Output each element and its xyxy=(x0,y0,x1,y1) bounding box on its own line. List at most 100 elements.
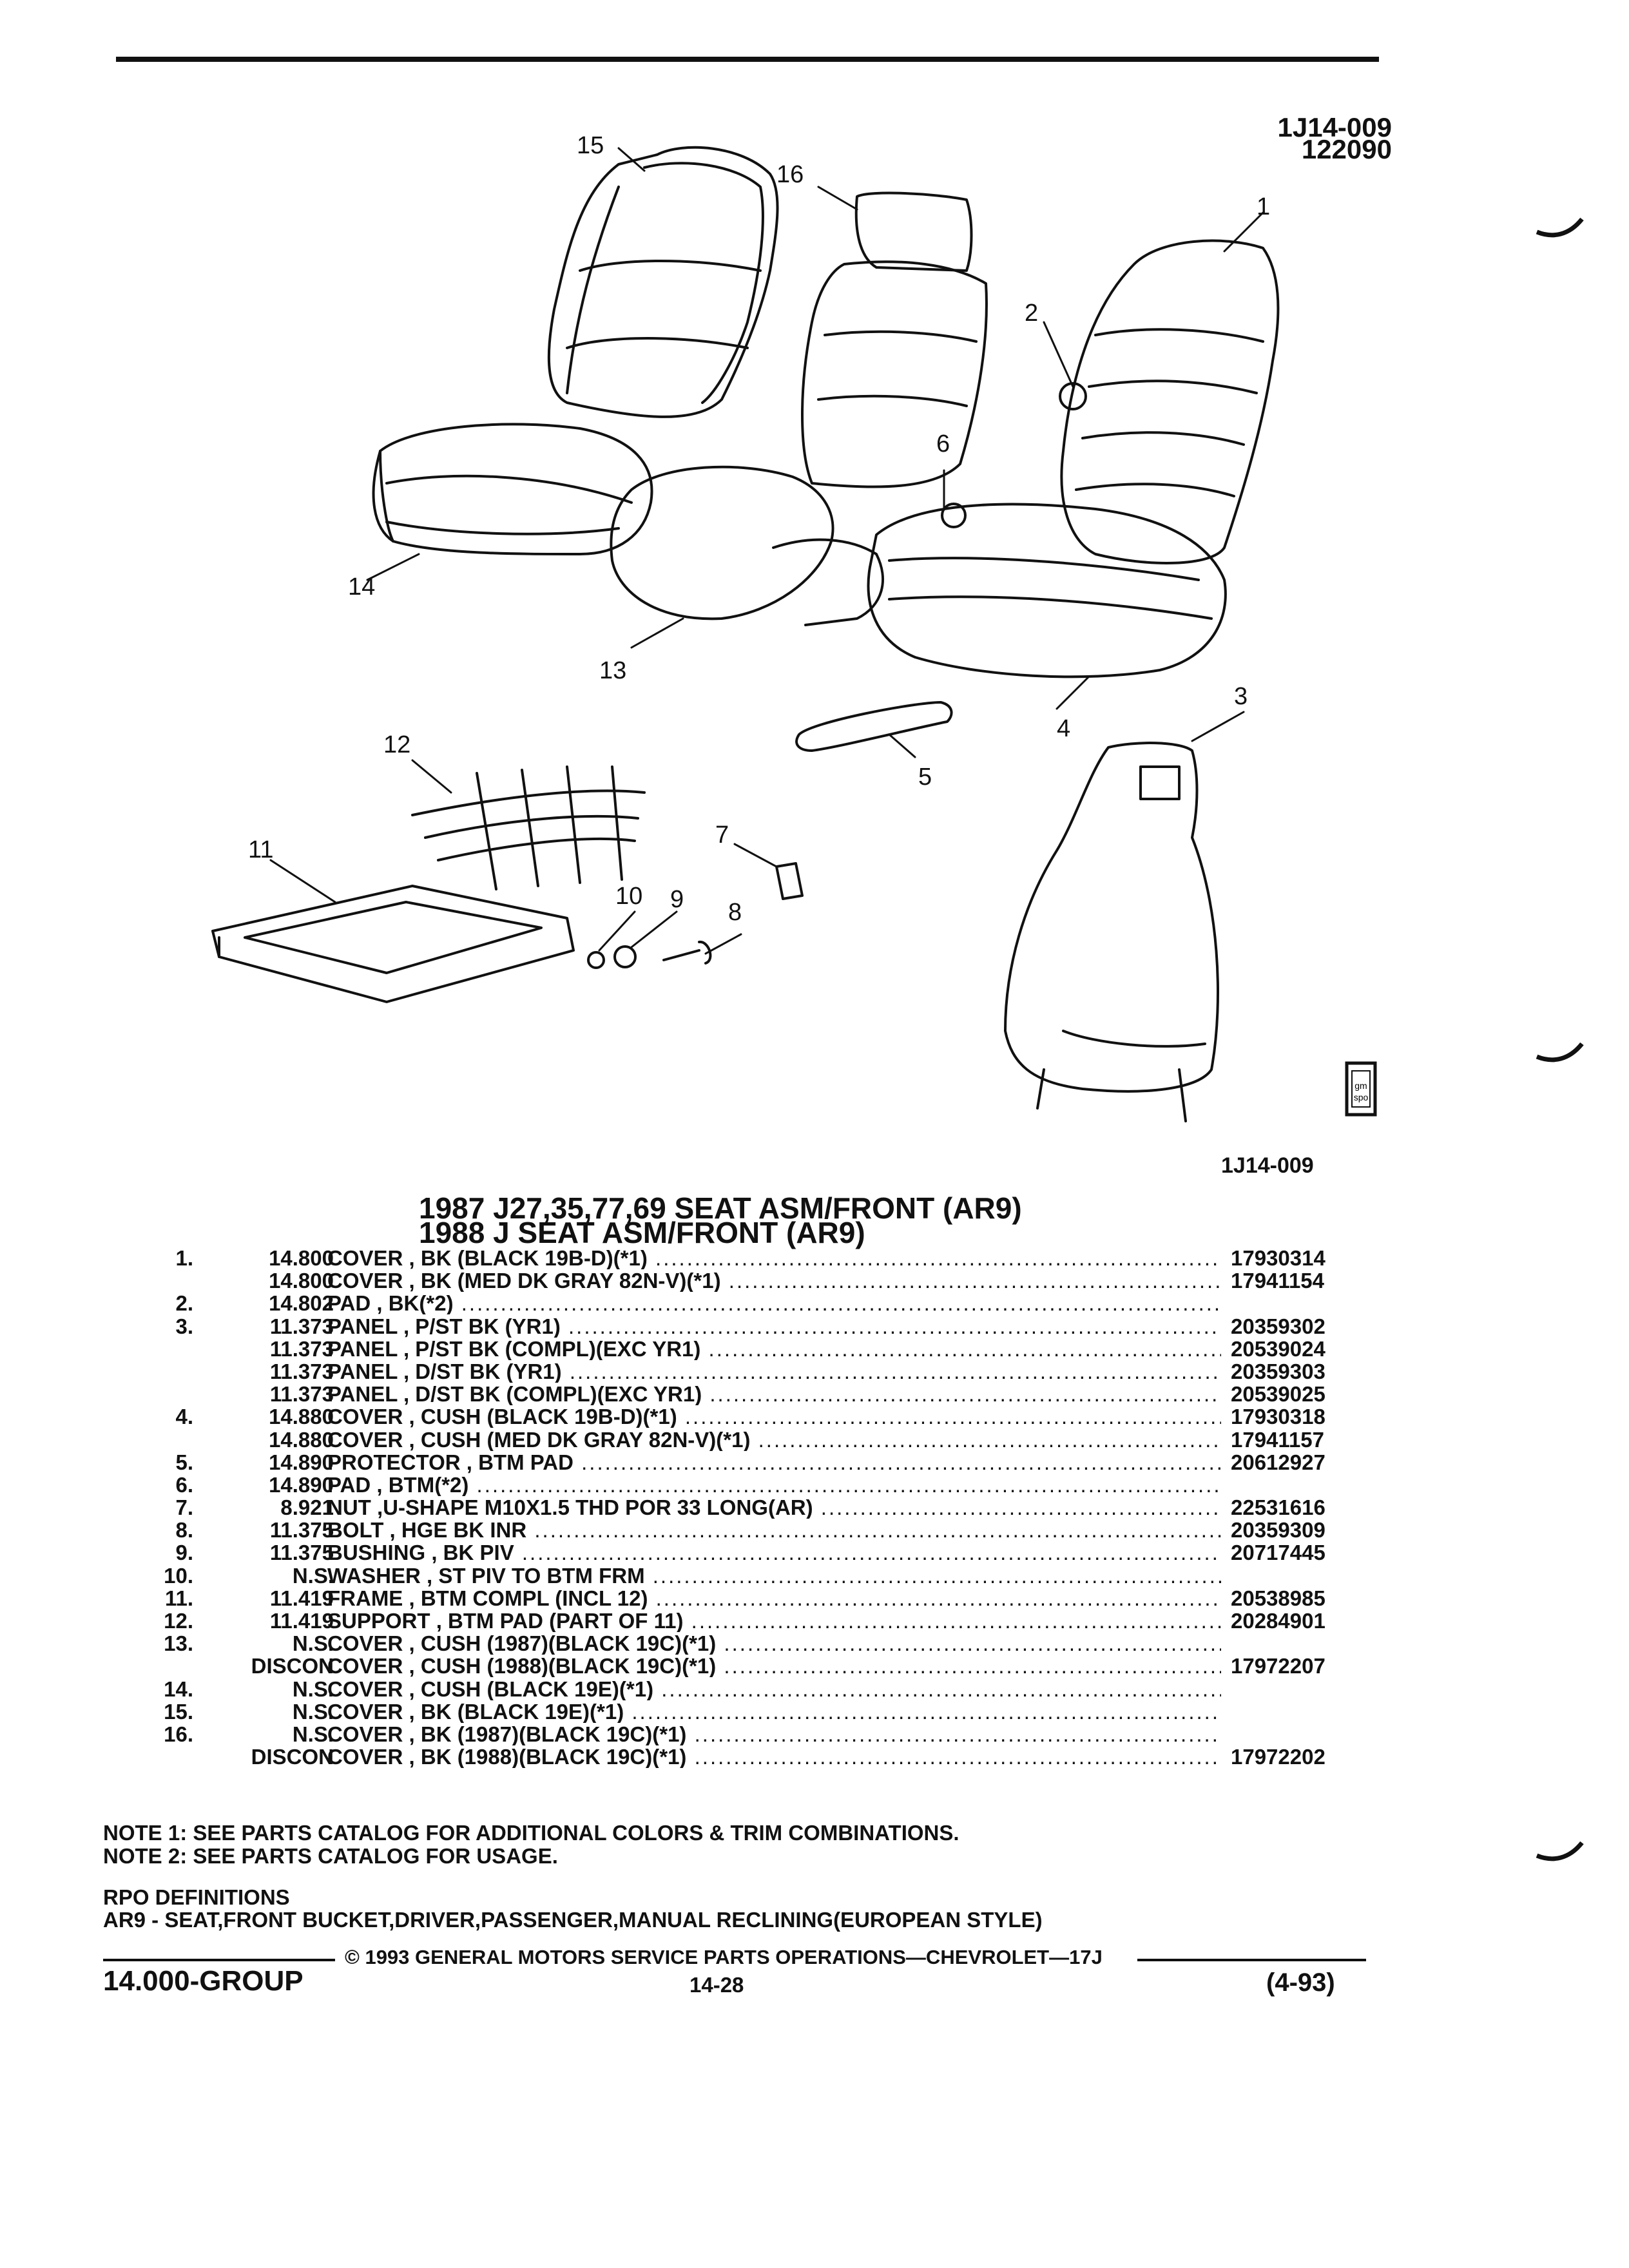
footer-copyright: © 1993 GENERAL MOTORS SERVICE PARTS OPER… xyxy=(345,1946,1103,1968)
part-description: PANEL , P/ST BK (COMPL)(EXC YR1) xyxy=(327,1338,1221,1360)
part-callout-number: 15. xyxy=(164,1699,193,1724)
part-number: 20717445 xyxy=(1231,1541,1325,1565)
gm-spo-logo-icon: gm spo xyxy=(1345,1061,1377,1117)
callout-14: 14 xyxy=(348,573,376,601)
part-description: COVER , CUSH (1987)(BLACK 19C)(*1) xyxy=(327,1632,1221,1655)
parts-row: 16.N.S.COVER , BK (1987)(BLACK 19C)(*1) xyxy=(97,1723,1385,1745)
part-group-number: 11.419 xyxy=(269,1586,334,1610)
part-group-number: DISCON xyxy=(251,1654,334,1678)
part-description: COVER , BK (BLACK 19E)(*1) xyxy=(327,1700,1221,1723)
seat-middle-cushion-13 xyxy=(610,465,884,626)
footer-rule-left xyxy=(103,1959,335,1961)
footer-rule-right xyxy=(1137,1959,1366,1961)
figure-label: 1J14-009 xyxy=(1221,1153,1314,1178)
parts-row: 10.N.S.WASHER , ST PIV TO BTM FRM xyxy=(97,1564,1385,1587)
part-callout-number: 14. xyxy=(164,1677,193,1701)
part-number: 20359302 xyxy=(1231,1314,1325,1338)
parts-row: 13. N.S.COVER , CUSH (1987)(BLACK 19C)(*1… xyxy=(97,1632,1385,1655)
callout-7: 7 xyxy=(715,822,729,849)
part-group-number: 14.880 xyxy=(269,1427,334,1452)
footer-group: 14.000-GROUP xyxy=(103,1965,304,1997)
part-callout-number: 10. xyxy=(164,1563,193,1588)
part-description: BOLT , HGE BK INR xyxy=(327,1519,1221,1541)
part-number: 17972207 xyxy=(1231,1654,1325,1678)
callout-3: 3 xyxy=(1234,683,1248,710)
callout-11: 11 xyxy=(248,836,274,863)
part-callout-number: 4. xyxy=(175,1405,193,1429)
callout-12: 12 xyxy=(383,731,411,758)
part-description: PAD , BK(*2) xyxy=(327,1292,1221,1314)
part-callout-number: 1. xyxy=(175,1246,193,1270)
seat-right-cover-1 xyxy=(1059,239,1280,564)
callout-8: 8 xyxy=(728,899,742,926)
part-description: BUSHING , BK PIV xyxy=(327,1541,1221,1564)
footer-page-number: 14-28 xyxy=(689,1973,744,1997)
part-description: SUPPORT , BTM PAD (PART OF 11) xyxy=(327,1610,1221,1632)
part-group-number: 14.880 xyxy=(269,1405,334,1429)
part-description: COVER , BK (1988)(BLACK 19C)(*1) xyxy=(327,1745,1221,1768)
seat-back-panel-3 xyxy=(1004,742,1219,1122)
part-description: PROTECTOR , BTM PAD xyxy=(327,1451,1221,1474)
part-description: COVER , CUSH (BLACK 19B-D)(*1) xyxy=(327,1405,1221,1428)
part-callout-number: 11. xyxy=(164,1586,193,1610)
part-callout-number: 5. xyxy=(175,1450,193,1474)
part-number: 17972202 xyxy=(1231,1745,1325,1769)
protector-5 xyxy=(795,701,953,752)
seat-right-cushion-4 xyxy=(867,503,1227,678)
parts-row: 15.N.S.COVER , BK (BLACK 19E)(*1) xyxy=(97,1700,1385,1723)
parts-row: 14.N.S.COVER , CUSH (BLACK 19E)(*1) xyxy=(97,1678,1385,1700)
part-group-number: 11.373 xyxy=(269,1359,334,1383)
binder-mark-3 xyxy=(1536,1841,1584,1861)
part-number: 20284901 xyxy=(1231,1609,1325,1633)
part-group-number: 8.921 xyxy=(280,1495,334,1520)
callout-4: 4 xyxy=(1057,715,1071,742)
part-group-number: 11.375 xyxy=(269,1518,334,1542)
ref-date: 122090 xyxy=(1301,134,1392,164)
part-callout-number: 13. xyxy=(164,1631,193,1656)
part-number: 20539024 xyxy=(1231,1336,1325,1361)
callout-1: 1 xyxy=(1257,193,1271,220)
part-number: 17930318 xyxy=(1231,1405,1325,1429)
part-group-number: 11.373 xyxy=(269,1314,334,1338)
part-callout-number: 6. xyxy=(175,1472,193,1497)
page-title-line1: 1987 J27,35,77,69 SEAT ASM/FRONT (AR9) xyxy=(419,1191,1022,1225)
footer-date: (4-93) xyxy=(1266,1968,1335,1997)
binder-mark-1 xyxy=(1536,217,1584,238)
part-number: 20612927 xyxy=(1231,1450,1325,1474)
part-description: COVER , BK (MED DK GRAY 82N-V)(*1) xyxy=(327,1269,1221,1292)
note-2: NOTE 2: SEE PARTS CATALOG FOR USAGE. xyxy=(103,1844,558,1868)
callout-16: 16 xyxy=(776,161,804,188)
part-group-number: N.S. xyxy=(292,1631,334,1656)
part-group-number: 14.800 xyxy=(269,1246,334,1270)
part-callout-number: 7. xyxy=(175,1495,193,1520)
part-group-number: 11.373 xyxy=(269,1382,334,1407)
svg-text:spo: spo xyxy=(1354,1092,1369,1102)
part-number: 17941154 xyxy=(1231,1269,1325,1293)
part-description: COVER , CUSH (1988)(BLACK 19C)(*1) xyxy=(327,1655,1221,1677)
part-description: NUT ,U-SHAPE M10X1.5 THD POR 33 LONG(AR) xyxy=(327,1496,1221,1519)
part-group-number: 14.802 xyxy=(269,1291,334,1316)
part-number: 20359309 xyxy=(1231,1518,1325,1542)
part-group-number: 11.419 xyxy=(269,1609,334,1633)
part-description: PAD , BTM(*2) xyxy=(327,1474,1221,1496)
part-group-number: 14.800 xyxy=(269,1269,334,1293)
callout-6: 6 xyxy=(936,430,950,457)
part-description: COVER , BK (1987)(BLACK 19C)(*1) xyxy=(327,1723,1221,1745)
part-number: 22531616 xyxy=(1231,1495,1325,1520)
seat-left-cover-15 xyxy=(547,146,779,418)
part-callout-number: 8. xyxy=(175,1518,193,1542)
part-callout-number: 9. xyxy=(175,1541,193,1565)
part-description: COVER , CUSH (MED DK GRAY 82N-V)(*1) xyxy=(327,1428,1221,1451)
